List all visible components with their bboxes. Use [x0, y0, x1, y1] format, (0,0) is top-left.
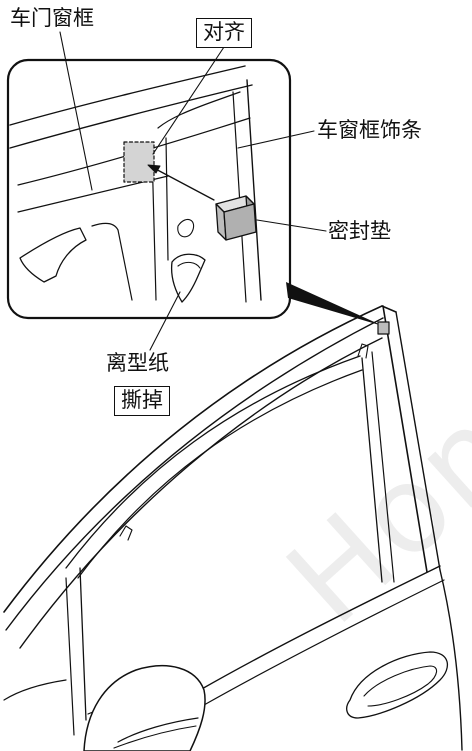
- door-frame-edge: [9, 65, 246, 126]
- trim-clip: [357, 343, 369, 359]
- b-pillar-top: [381, 305, 397, 313]
- trim-clip: [119, 525, 133, 541]
- window-sash-top: [77, 369, 363, 579]
- seal-pad: [215, 195, 257, 241]
- door-frame-inner: [19, 337, 383, 649]
- b-pillar-edge: [371, 351, 395, 583]
- seal-pad-label: 密封垫: [328, 219, 391, 243]
- a-pillar-edge: [3, 679, 67, 701]
- detail-inset: [6, 58, 292, 320]
- door-frame-edge: [9, 84, 253, 149]
- door-frame-outer: [3, 305, 383, 613]
- install-arrow: [149, 165, 215, 201]
- inner-window-line: [117, 229, 133, 301]
- trim-edge: [246, 79, 262, 301]
- inset-frame: [6, 58, 292, 320]
- peel-off-label: 撕掉: [114, 386, 170, 416]
- window-front-edge: [65, 577, 75, 736]
- leader-line-align: [152, 43, 227, 155]
- install-arrow-head: [147, 164, 161, 174]
- door-frame-label: 车门窗框: [10, 6, 94, 30]
- trim-edge: [232, 91, 247, 303]
- leader-line-trim: [237, 130, 315, 149]
- door-rear-edge: [439, 569, 463, 751]
- b-pillar-edge: [395, 311, 441, 571]
- mirror-base: [19, 227, 87, 283]
- front-door: [3, 305, 463, 751]
- leader-line-release-paper: [149, 291, 181, 351]
- pillar-edge: [157, 91, 241, 129]
- leader-line-seal-pad: [256, 219, 327, 232]
- belt-line: [199, 565, 441, 691]
- belt-line: [203, 579, 445, 706]
- mirror-indicator: [117, 717, 199, 743]
- side-mirror: [83, 665, 206, 751]
- alignment-target: [123, 141, 155, 183]
- window-front-edge: [79, 567, 87, 721]
- release-paper-fold: [177, 261, 201, 269]
- inner-window-line: [91, 222, 119, 231]
- window-frame-trim-label: 车窗框饰条: [317, 118, 422, 142]
- pillar-edge: [165, 137, 169, 261]
- callout-wedge: [286, 282, 383, 326]
- align-label: 对齐: [196, 18, 252, 48]
- door-frame-outer: [5, 317, 384, 631]
- leader-line-door-frame: [59, 31, 93, 191]
- window-sash-top: [65, 355, 361, 569]
- loop-detail: [177, 218, 195, 238]
- door-handle: [346, 651, 449, 719]
- b-pillar-edge: [382, 305, 428, 573]
- door-frame-edge: [17, 117, 251, 186]
- door-handle-recess: [363, 665, 438, 707]
- b-pillar-edge: [361, 357, 383, 583]
- release-paper-label: 离型纸: [106, 351, 169, 375]
- installed-seal-pad: [377, 321, 390, 335]
- mirror-indicator: [113, 725, 197, 749]
- release-paper: [170, 253, 206, 303]
